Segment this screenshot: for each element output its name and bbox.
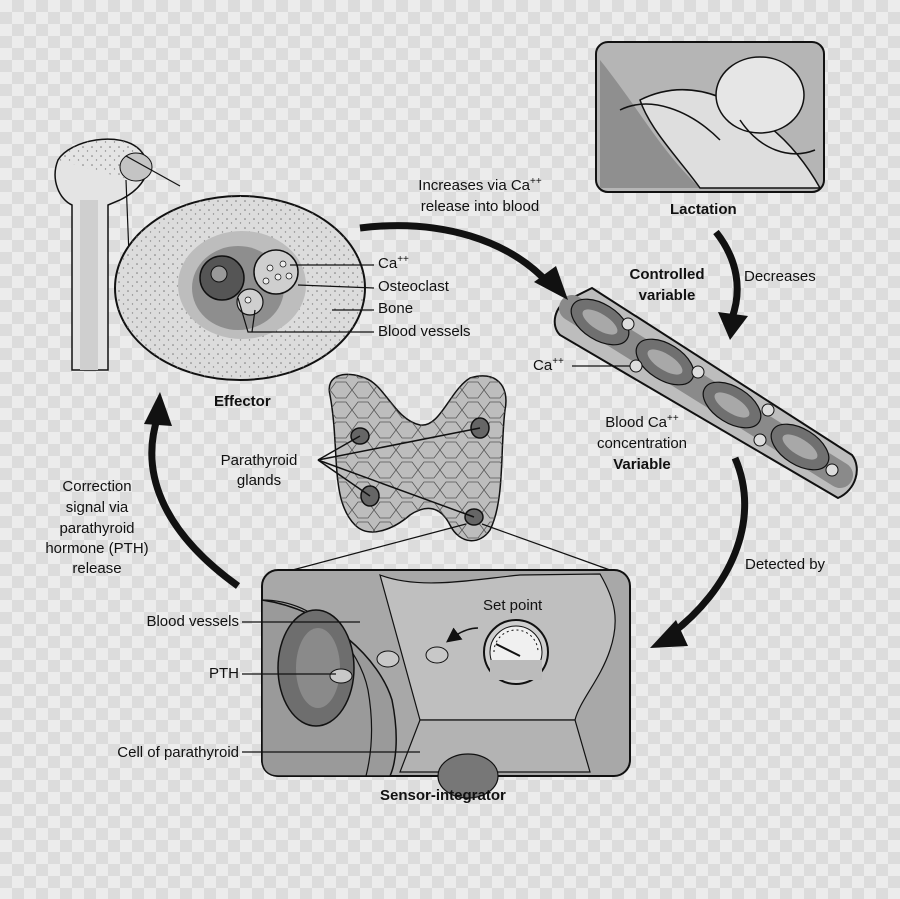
decreases-arrow (713, 229, 741, 320)
correction-label-5: release (72, 560, 122, 577)
correction-label-1: Correction (62, 478, 132, 495)
blood-ca-label-3: Variable (613, 456, 671, 473)
increases-arrow (359, 222, 553, 288)
parathyroid-glands-label-2: glands (236, 472, 282, 489)
effector-label: Effector (214, 393, 271, 410)
increases-label-1: Increases via Ca++ (418, 176, 542, 195)
bone-illustration (54, 138, 181, 371)
bone-cross-section (114, 195, 375, 381)
pth-label: PTH (209, 665, 239, 682)
correction-label-2: signal via (65, 499, 129, 516)
cell-of-parathyroid-label: Cell of parathyroid (117, 744, 239, 761)
ca-vessel-label: Ca++ (533, 356, 564, 375)
ca-bone-label: Ca++ (378, 254, 409, 273)
sensor-integrator-label: Sensor-integrator (380, 787, 506, 804)
blood-vessel-illustration (553, 286, 858, 500)
detected-by-arrow (667, 456, 749, 638)
lactation-label: Lactation (670, 201, 737, 218)
controlled-variable-label-2: variable (638, 287, 696, 304)
blood-ca-label-1: Blood Ca++ (605, 413, 679, 432)
blood-vessels-pt-label: Blood vessels (146, 613, 239, 630)
sensor-integrator-panel (242, 569, 631, 799)
osteoclast-cell (253, 249, 299, 295)
lactation-illustration (595, 41, 825, 193)
thyroid-illustration (284, 373, 611, 573)
blood-vessels-bone-label: Blood vessels (378, 323, 471, 340)
detected-by-label: Detected by (745, 556, 826, 573)
decreases-label: Decreases (744, 268, 816, 285)
osteoclast-label: Osteoclast (378, 278, 449, 295)
bone-label: Bone (378, 300, 414, 317)
set-point-label: Set point (483, 597, 543, 614)
pth-molecule (329, 668, 353, 684)
correction-label-4: hormone (PTH) (45, 540, 149, 557)
correction-signal-arrow (148, 414, 241, 589)
controlled-variable-label-1: Controlled (629, 266, 705, 283)
set-point-gauge-icon (483, 619, 549, 685)
correction-label-3: parathyroid (59, 520, 135, 537)
parathyroid-glands-label-1: Parathyroid (220, 452, 298, 469)
increases-label-2: release into blood (420, 198, 540, 215)
blood-ca-label-2: concentration (596, 435, 688, 452)
feedback-arrows (144, 222, 749, 648)
